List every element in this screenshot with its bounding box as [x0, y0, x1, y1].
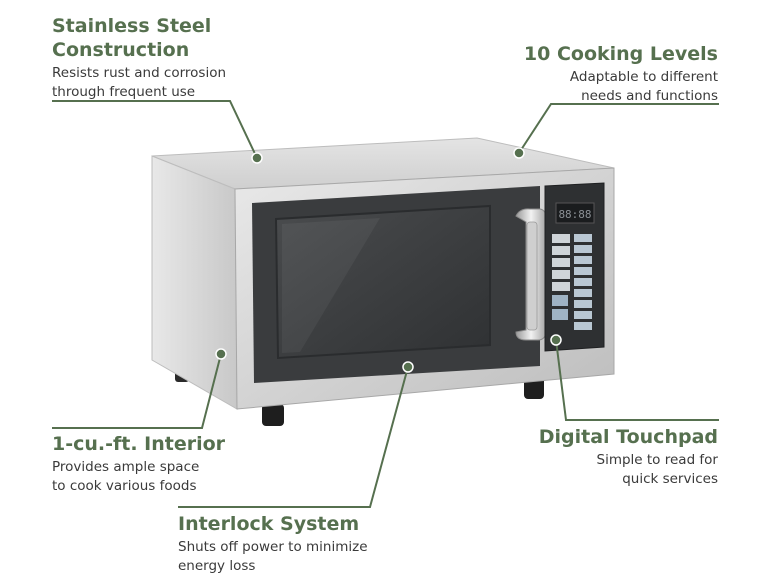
desc-line: Simple to read for [596, 452, 719, 468]
desc-line: energy loss [178, 558, 256, 574]
callout-description: Provides ample space to cook various foo… [52, 458, 292, 496]
door-window [274, 204, 491, 360]
desc-line: quick services [622, 471, 718, 487]
desc-line: Resists rust and corrosion [52, 65, 227, 81]
handle-grip [526, 221, 538, 331]
callout-interlock-system: Interlock System Shuts off power to mini… [178, 512, 438, 576]
callout-description: Simple to read for quick services [478, 451, 719, 489]
callout-digital-touchpad: Digital Touchpad Simple to read for quic… [478, 425, 718, 489]
callout-stainless-steel: Stainless Steel Construction Resists rus… [52, 14, 312, 102]
callout-description: Shuts off power to minimize energy loss [178, 538, 438, 576]
panel-display [555, 202, 595, 224]
title-line: Construction [52, 39, 190, 61]
callout-interior: 1-cu.-ft. Interior Provides ample space … [52, 432, 292, 496]
callout-title: Digital Touchpad [538, 426, 718, 448]
desc-line: to cook various foods [52, 478, 197, 494]
leader-dots [215, 147, 562, 373]
foot-left [262, 404, 284, 426]
callout-title: Interlock System [178, 513, 360, 535]
callout-title: Stainless Steel Construction [52, 14, 312, 62]
callout-cooking-levels: 10 Cooking Levels Adaptable to different… [458, 42, 718, 106]
desc-line: Shuts off power to minimize [178, 539, 368, 555]
leader-lines [52, 100, 719, 508]
keypad [552, 234, 592, 330]
window-reflection [282, 218, 380, 353]
desc-line: Provides ample space [52, 459, 200, 475]
title-line: Stainless Steel [52, 15, 212, 37]
display-digits: 88:88 [558, 208, 591, 221]
callout-title: 1-cu.-ft. Interior [52, 433, 226, 455]
callout-title: 10 Cooking Levels [523, 43, 718, 65]
foot-right [524, 377, 544, 399]
desc-line: Adaptable to different [569, 69, 718, 85]
callout-description: Adaptable to different needs and functio… [458, 68, 718, 106]
desc-line: through frequent use [52, 84, 196, 100]
microwave-side [151, 155, 238, 410]
callout-description: Resists rust and corrosion through frequ… [52, 64, 312, 102]
desc-line: needs and functions [581, 88, 718, 104]
